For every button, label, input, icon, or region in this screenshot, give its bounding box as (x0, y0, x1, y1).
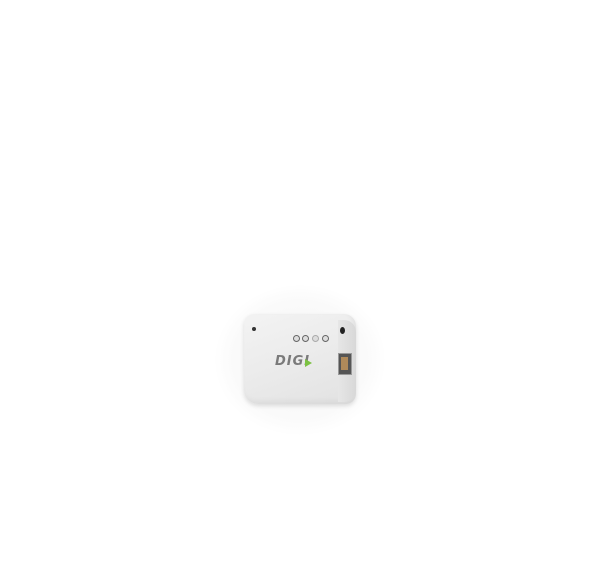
reset-hole (252, 327, 256, 331)
logo-triangle-icon (305, 359, 312, 367)
signal-led-icon (312, 335, 319, 342)
status-led-icon (302, 335, 309, 342)
power-led-icon (293, 335, 300, 342)
ethernet-port (338, 353, 352, 375)
digi-router-device: DIGI (244, 314, 356, 404)
power-jack (340, 327, 345, 334)
wifi-led-icon (322, 335, 329, 342)
digi-logo: DIGI (275, 354, 311, 369)
